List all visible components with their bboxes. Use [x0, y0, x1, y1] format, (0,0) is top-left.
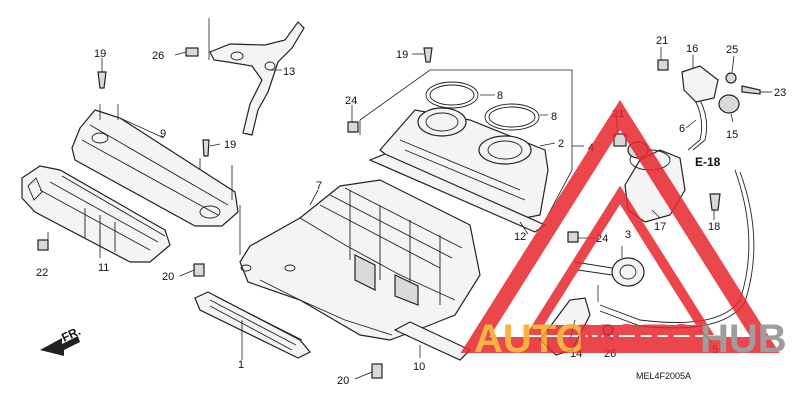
lower-grille-part: [194, 291, 311, 359]
o-ring-lower: [484, 103, 540, 131]
air-duct-part: [21, 165, 171, 263]
callout-12: 12: [514, 231, 526, 243]
callout-18: 18: [708, 221, 720, 233]
reference-label: E-18: [695, 155, 721, 169]
watermark-triangle-icon: [460, 99, 780, 353]
watermark-logo: AUTO MOTO HUB: [460, 99, 787, 361]
callout-1: 1: [238, 359, 244, 371]
callout-16: 16: [686, 43, 698, 55]
callout-15: 15: [726, 129, 738, 141]
callout-19: 19: [396, 49, 408, 61]
callout-19: 19: [224, 139, 236, 151]
callout-19: 19: [94, 48, 106, 60]
callout-22: 22: [36, 267, 48, 279]
sensor-part: [681, 65, 719, 103]
callout-13: 13: [283, 66, 295, 78]
watermark-brand-auto: AUTO: [474, 317, 587, 361]
front-direction-indicator: FR.: [40, 324, 83, 356]
callout-2: 2: [558, 138, 564, 150]
callout-25: 25: [726, 44, 738, 56]
callout-23: 23: [774, 87, 786, 99]
callout-10: 10: [413, 361, 425, 373]
valve-part: [574, 257, 645, 287]
strip-part: [393, 321, 472, 361]
front-arrow-icon: [40, 336, 80, 356]
o-ring-upper: [425, 81, 479, 109]
callout-20: 20: [162, 271, 174, 283]
watermark-brand-hub: HUB: [700, 317, 787, 361]
callout-6: 6: [679, 123, 685, 135]
callout-3: 3: [625, 229, 631, 241]
callout-21: 21: [656, 35, 668, 47]
watermark-brand-moto: MOTO: [578, 317, 697, 361]
throttle-body-part: [368, 107, 549, 233]
callout-24: 24: [345, 95, 357, 107]
callout-17: 17: [654, 221, 666, 233]
callout-8: 8: [551, 111, 557, 123]
watermark-inner-triangle-icon: [525, 185, 715, 335]
callout-20: 20: [337, 375, 349, 387]
cap-part: [718, 94, 740, 114]
hose-6: [687, 99, 703, 151]
o-ring-lower-inner: [488, 106, 536, 128]
callout-8: 8: [497, 90, 503, 102]
cover-rail-part: [71, 109, 239, 227]
hose-6-outer: [692, 99, 708, 151]
bracket-part: [209, 21, 305, 136]
callout-7: 7: [316, 180, 322, 192]
o-ring-upper-inner: [429, 84, 475, 106]
diagram-code: MEL4F2005A: [636, 371, 691, 381]
callout-11: 11: [98, 262, 109, 274]
intake-manifold-part: [239, 179, 481, 341]
callout-9: 9: [160, 128, 166, 140]
callout-26: 26: [152, 50, 164, 62]
